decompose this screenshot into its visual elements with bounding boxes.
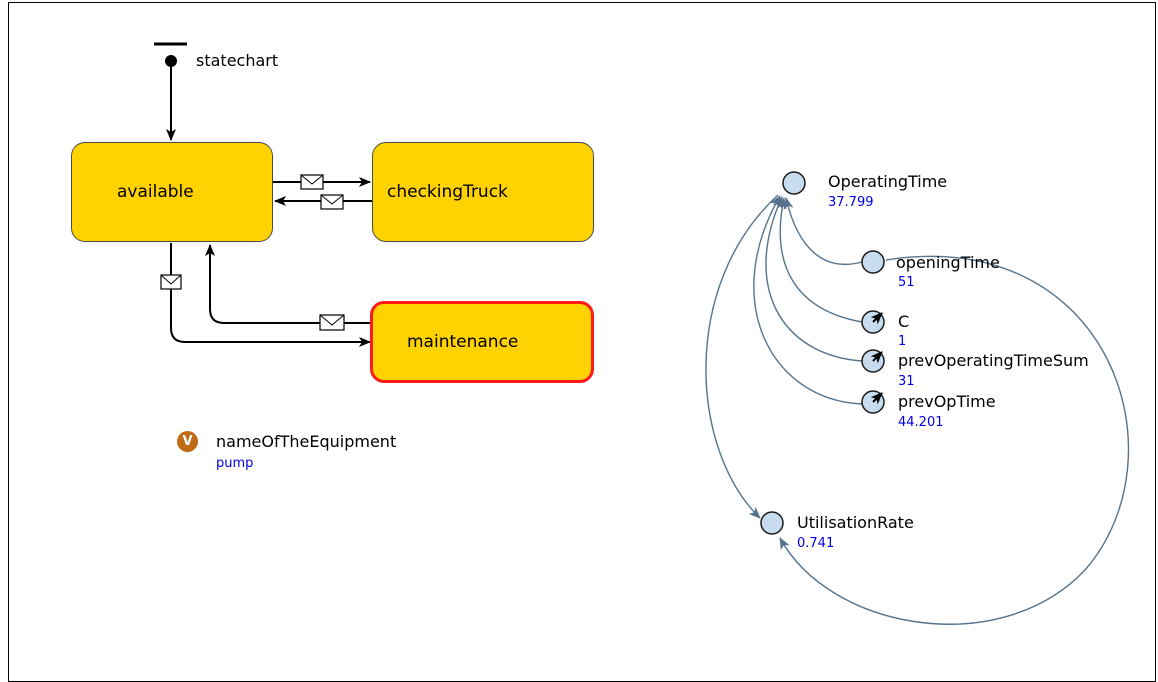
parameter-arrow-icon bbox=[870, 351, 883, 364]
state-available[interactable]: available bbox=[71, 142, 273, 242]
var-name-prev-op-time: prevOpTime bbox=[898, 392, 996, 411]
variable-name: nameOfTheEquipment bbox=[216, 432, 397, 451]
link-C-to-OperatingTime[interactable] bbox=[776, 197, 863, 323]
dynamic-variable-icon[interactable] bbox=[760, 511, 784, 535]
var-name-utilisation-rate: UtilisationRate bbox=[797, 513, 914, 532]
state-label: checkingTruck bbox=[387, 182, 508, 202]
var-value-prev-operating-time-sum: 31 bbox=[898, 374, 915, 389]
statechart-label: statechart bbox=[196, 51, 279, 70]
var-value-utilisation-rate: 0.741 bbox=[797, 536, 835, 551]
state-maintenance[interactable]: maintenance bbox=[370, 301, 594, 383]
transition-maintenance-to-available[interactable] bbox=[205, 244, 372, 324]
link-openingTime-to-UtilisationRate[interactable] bbox=[779, 255, 1130, 625]
dynamic-variable-icon[interactable] bbox=[782, 171, 806, 195]
dynamic-variable-icon[interactable] bbox=[861, 250, 885, 274]
var-value-opening-time: 51 bbox=[898, 275, 915, 290]
message-icon bbox=[320, 194, 344, 210]
var-name-c: C bbox=[898, 312, 910, 331]
var-value-c: 1 bbox=[898, 334, 907, 349]
link-prevOpTime-to-OperatingTime[interactable] bbox=[753, 195, 863, 405]
state-checking-truck[interactable]: checkingTruck bbox=[372, 142, 594, 242]
var-name-operating-time: OperatingTime bbox=[828, 172, 948, 191]
link-OperatingTime-to-UtilisationRate[interactable] bbox=[705, 194, 779, 519]
message-icon bbox=[160, 274, 182, 290]
state-label: available bbox=[117, 182, 194, 202]
var-value-operating-time: 37.799 bbox=[828, 195, 874, 210]
variable-icon[interactable]: V bbox=[177, 431, 198, 452]
parameter-arrow-icon bbox=[870, 392, 883, 405]
parameter-arrow-icon bbox=[870, 312, 883, 325]
var-value-prev-op-time: 44.201 bbox=[898, 415, 944, 430]
message-icon bbox=[300, 174, 324, 190]
variable-value: pump bbox=[216, 456, 254, 471]
link-prevOperatingTimeSum-to-OperatingTime[interactable] bbox=[765, 196, 863, 362]
entry-point-icon[interactable] bbox=[165, 55, 177, 67]
link-openingTime-to-OperatingTime[interactable] bbox=[783, 197, 863, 266]
message-icon bbox=[319, 314, 345, 331]
state-label: maintenance bbox=[407, 332, 519, 352]
var-name-opening-time: openingTime bbox=[896, 253, 1000, 272]
transition-available-to-maintenance[interactable] bbox=[170, 243, 371, 347]
var-name-prev-operating-time-sum: prevOperatingTimeSum bbox=[898, 351, 1089, 370]
